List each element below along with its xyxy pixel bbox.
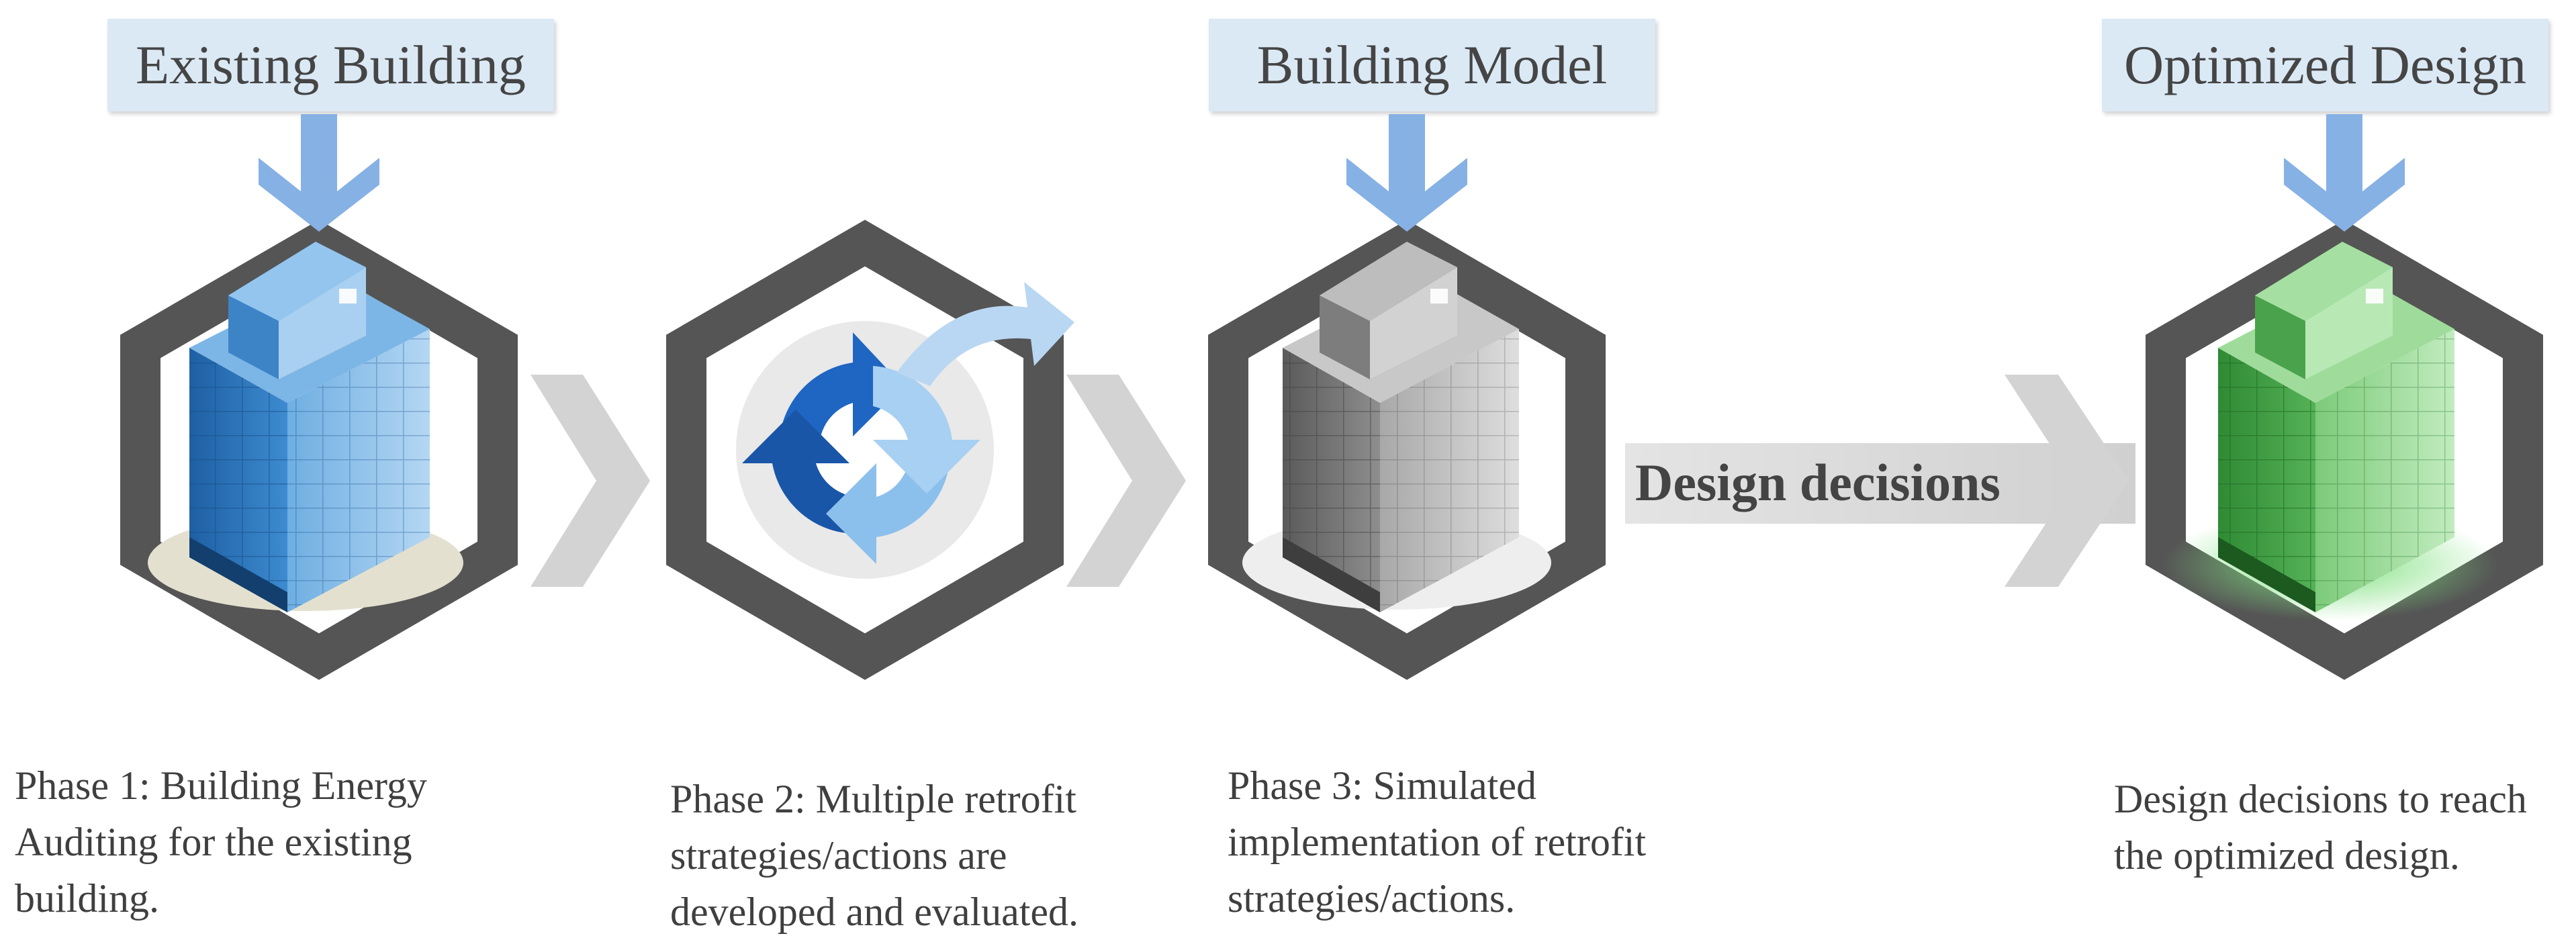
optimized-building-icon	[2162, 242, 2498, 620]
design-decisions-label: Design decisions	[1635, 453, 2000, 512]
caption-line: developed and evaluated.	[670, 890, 1079, 934]
caption-line: building.	[15, 876, 160, 921]
down-arrow-icon	[2284, 114, 2405, 232]
label-building-model: Building Model	[1209, 19, 1655, 111]
caption-line: Phase 2: Multiple retrofit	[670, 777, 1076, 821]
caption-phase3: Phase 3: Simulated implementation of ret…	[1228, 757, 1646, 927]
label-existing-building: Existing Building	[107, 19, 554, 111]
hexagon-phase1	[120, 220, 518, 680]
cycle-arrows-icon	[736, 282, 1074, 579]
hexagon-final	[2146, 220, 2543, 680]
existing-building-icon	[148, 242, 463, 612]
building-model-icon	[1242, 242, 1551, 612]
chevron-arrow-icon	[1066, 375, 1186, 587]
hexagon-phase3	[1208, 220, 1606, 680]
caption-phase1: Phase 1: Building Energy Auditing for th…	[15, 757, 427, 927]
caption-line: implementation of retrofit	[1228, 820, 1647, 864]
down-arrow-icon	[1346, 114, 1467, 232]
caption-final: Design decisions to reach the optimized …	[2114, 771, 2527, 884]
chevron-arrow-icon	[531, 375, 650, 587]
caption-line: strategies/actions are	[670, 833, 1007, 878]
caption-line: strategies/actions.	[1228, 876, 1516, 921]
label-optimized-design: Optimized Design	[2102, 19, 2548, 111]
design-decisions-arrow	[1625, 375, 2135, 587]
caption-line: Auditing for the existing	[15, 820, 412, 864]
caption-line: Design decisions to reach	[2114, 777, 2527, 821]
caption-line: Phase 3: Simulated	[1228, 763, 1536, 808]
caption-line: Phase 1: Building Energy	[15, 763, 427, 808]
caption-line: the optimized design.	[2114, 833, 2460, 878]
down-arrow-icon	[259, 114, 379, 232]
caption-phase2: Phase 2: Multiple retrofit strategies/ac…	[670, 771, 1078, 940]
